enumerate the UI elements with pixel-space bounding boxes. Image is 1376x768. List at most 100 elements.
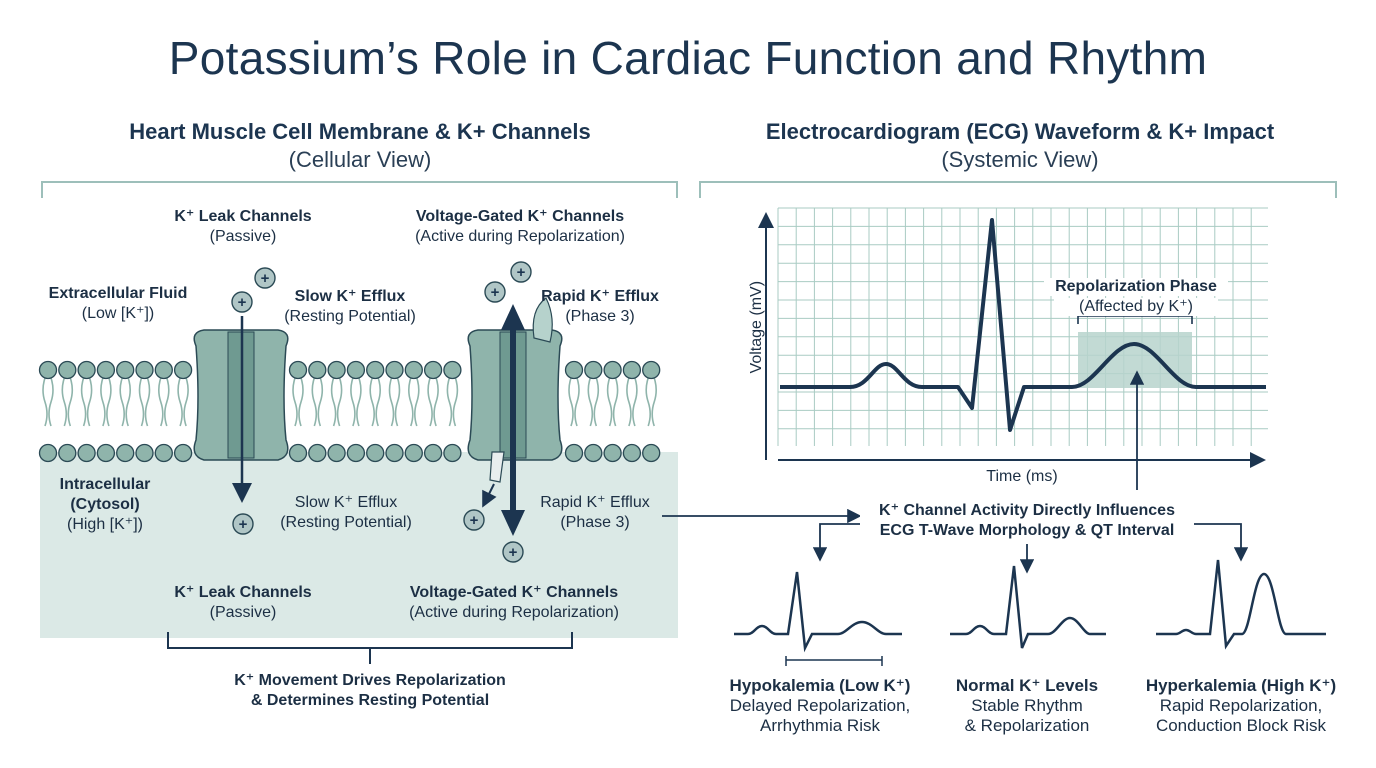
slow-efflux-top-name: Slow K⁺ Efflux <box>294 288 406 305</box>
phospholipid <box>642 360 661 463</box>
hyperkalemia-line2: Conduction Block Risk <box>1155 716 1327 735</box>
cytosol-region <box>40 452 678 638</box>
phospholipid <box>327 360 346 463</box>
slow-efflux-bottom-detail: (Resting Potential) <box>280 514 412 531</box>
potassium-ion: + <box>484 281 506 303</box>
y-axis-label: Voltage (mV) <box>747 280 765 374</box>
gated-channel-bottom-name: Voltage-Gated K⁺ Channels <box>409 584 619 601</box>
phospholipid <box>622 360 642 463</box>
ion-plus-sign: + <box>470 512 479 529</box>
normal-name: Normal K⁺ Levels <box>955 676 1099 695</box>
lipid-bilayer <box>38 360 661 463</box>
ion-plus-sign: + <box>509 544 518 561</box>
gated-channel-top-detail: (Active during Repolarization) <box>415 228 625 245</box>
ion-plus-sign: + <box>517 264 526 281</box>
rapid-efflux-top-detail: (Phase 3) <box>565 308 635 325</box>
summary-line1: K⁺ Movement Drives Repolarization <box>234 672 506 689</box>
right-panel-heading: Electrocardiogram (ECG) Waveform & K+ Im… <box>765 119 1275 144</box>
phospholipid <box>584 360 603 463</box>
leak-channel-bottom-name: K⁺ Leak Channels <box>174 584 312 601</box>
prolonged-qt-marker <box>785 656 883 666</box>
repolarization-bracket <box>1077 315 1193 324</box>
gated-channel-bottom-detail: (Active during Repolarization) <box>409 604 619 621</box>
ion-plus-sign: + <box>491 284 500 301</box>
slow-efflux-bottom-name: Slow K⁺ Efflux <box>294 494 398 511</box>
potassium-ion: + <box>254 267 276 289</box>
right-panel-subheading: (Systemic View) <box>941 147 1099 172</box>
repolarization-label: Repolarization Phase <box>1044 278 1228 297</box>
normal-line2: & Repolarization <box>964 716 1090 735</box>
phospholipid <box>346 360 366 463</box>
intracellular-detail: (High [K⁺]) <box>66 516 143 533</box>
phospholipid <box>38 360 58 463</box>
ecg-trace <box>780 218 1266 432</box>
arrow-to-hyperkalemia <box>1188 523 1249 562</box>
x-axis-label: Time (ms) <box>986 468 1058 485</box>
potassium-ion: + <box>463 509 485 531</box>
page-title: Potassium’s Role in Cardiac Function and… <box>168 32 1208 84</box>
arrow-to-hypokalemia <box>812 523 868 562</box>
influence-line1: K⁺ Channel Activity Directly Influences <box>860 502 1194 521</box>
gated-channel-top-name: Voltage-Gated K⁺ Channels <box>415 208 625 225</box>
ion-plus-sign: + <box>239 516 248 533</box>
phospholipid <box>308 360 327 463</box>
phospholipid <box>564 360 584 463</box>
hyperkalemia-line1: Rapid Repolarization, <box>1159 696 1323 715</box>
rapid-efflux-arrow-up <box>501 304 525 330</box>
hypokalemia-line1: Delayed Repolarization, <box>729 696 911 715</box>
potassium-ions: + + + + + + + <box>231 261 532 563</box>
repolarization-highlight <box>1078 332 1192 388</box>
inner-gate-arrow <box>482 483 497 508</box>
gate-flap-inner <box>489 451 505 483</box>
leak-channel-bottom-detail: (Passive) <box>209 604 277 621</box>
mini-ecg-hyperkalemia <box>1156 559 1326 650</box>
influence-line2: ECG T-Wave Morphology & QT Interval <box>860 522 1194 541</box>
phospholipid <box>135 360 154 463</box>
normal-line1: Stable Rhythm <box>971 696 1083 715</box>
phospholipid <box>58 360 77 463</box>
ion-plus-sign: + <box>238 294 247 311</box>
repolarization-detail: (Affected by K⁺) <box>1054 298 1218 317</box>
ecg-grid <box>777 207 1268 446</box>
leak-channel-top-name: K⁺ Leak Channels <box>174 208 312 225</box>
potassium-ion: + <box>231 291 253 313</box>
rapid-efflux-arrow-down <box>501 510 525 536</box>
phospholipid <box>385 360 404 463</box>
phospholipid <box>173 360 193 463</box>
rapid-efflux-bottom-detail: (Phase 3) <box>560 514 630 531</box>
left-panel-heading: Heart Muscle Cell Membrane & K+ Channels <box>129 119 591 144</box>
hyperkalemia-name: Hyperkalemia (High K⁺) <box>1145 676 1337 695</box>
phospholipid <box>603 360 622 463</box>
slow-efflux-top-detail: (Resting Potential) <box>284 308 416 325</box>
ion-plus-sign: + <box>261 270 270 287</box>
leak-channel-top-detail: (Passive) <box>209 228 277 245</box>
potassium-ion: + <box>232 513 254 535</box>
left-panel-bracket <box>41 181 678 198</box>
potassium-ion: + <box>502 541 524 563</box>
phospholipid <box>423 360 443 463</box>
gate-flap-open <box>532 297 553 343</box>
phospholipid <box>154 360 173 463</box>
rapid-efflux-top-name: Rapid K⁺ Efflux <box>541 288 659 305</box>
extracellular-detail: (Low [K⁺]) <box>81 305 155 322</box>
mini-ecg-normal <box>950 565 1106 649</box>
phospholipid <box>288 360 308 463</box>
potassium-ion: + <box>510 261 532 283</box>
intracellular-name-line2: (Cytosol) <box>70 496 140 513</box>
mini-ecg-hypokalemia <box>734 571 902 653</box>
phospholipid <box>404 360 423 463</box>
phospholipid <box>96 360 116 463</box>
extracellular-name: Extracellular Fluid <box>48 285 188 302</box>
right-panel-bracket <box>699 181 1337 198</box>
rapid-efflux-bottom-name: Rapid K⁺ Efflux <box>540 494 650 511</box>
hypokalemia-name: Hypokalemia (Low K⁺) <box>729 676 911 695</box>
hypokalemia-line2: Arrhythmia Risk <box>760 716 880 735</box>
phospholipid <box>116 360 135 463</box>
phospholipid <box>366 360 385 463</box>
phospholipid <box>443 360 462 463</box>
left-panel-subheading: (Cellular View) <box>288 147 432 172</box>
summary-line2: & Determines Resting Potential <box>250 692 490 709</box>
phospholipid <box>77 360 96 463</box>
intracellular-name-line1: Intracellular <box>59 476 151 493</box>
